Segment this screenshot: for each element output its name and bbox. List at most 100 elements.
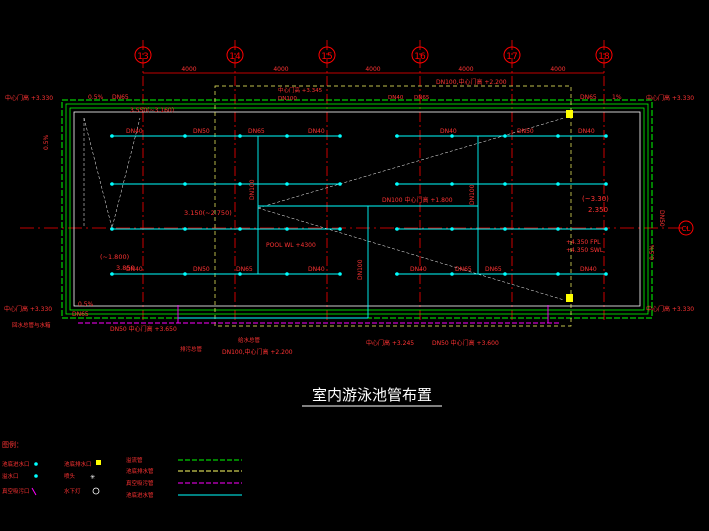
pool-outline bbox=[73, 111, 641, 307]
top-right-dn: DN65 bbox=[580, 94, 597, 101]
note-left: 3.150(~2.750) bbox=[184, 209, 232, 217]
axis-17-label: 17 bbox=[506, 52, 517, 62]
top-center-2: DN100 bbox=[278, 96, 297, 102]
axis-bubble-13: 13 bbox=[134, 46, 152, 64]
centerline-label: CL bbox=[682, 225, 691, 233]
bottom-left-slope: 0.5% bbox=[78, 301, 94, 308]
row4-dn-7: DN65 bbox=[485, 266, 502, 273]
axis-16-label: 16 bbox=[414, 52, 426, 62]
bottom-left-level: 中心门高 +3.330 bbox=[4, 305, 52, 313]
legend-symbol-4 bbox=[96, 460, 101, 465]
axis-13-label: 13 bbox=[137, 52, 148, 62]
bottom-label-5: 中心门高 +3.245 bbox=[366, 339, 414, 347]
bottom-right-level: 中心门高 +3.330 bbox=[646, 305, 694, 313]
axis-14-label: 14 bbox=[229, 52, 241, 62]
inlet-nozzles bbox=[110, 134, 608, 276]
top-right-slope: 1% bbox=[612, 94, 622, 101]
legend-item-4: 池底排水口 bbox=[64, 460, 92, 468]
legend-item-1: 池底进水口 bbox=[2, 460, 30, 468]
legend-item-3: 真空吸污口 bbox=[2, 487, 30, 495]
legend-symbol-3 bbox=[31, 487, 37, 496]
dn100-vert-right: DN100 bbox=[469, 184, 476, 205]
note-left-3: 3.850 bbox=[116, 264, 135, 272]
drain-fixture-top bbox=[566, 110, 573, 118]
legend-item-9: 真空吸污管 bbox=[126, 479, 154, 487]
axis-bubble-18: 18 bbox=[595, 46, 613, 64]
note-left-2: (~1.800) bbox=[100, 253, 129, 261]
span-dim-1: 4000 bbox=[181, 66, 196, 73]
top-center-3: DN40 bbox=[388, 95, 404, 101]
right-dn: DN50 bbox=[658, 210, 665, 227]
legend-item-5: 喷头 bbox=[64, 472, 76, 480]
slope-lines bbox=[83, 117, 565, 301]
axis-bubble-16: 16 bbox=[411, 46, 429, 64]
right-depth-2: 2.350 bbox=[588, 206, 608, 214]
axis-18-label: 18 bbox=[598, 52, 610, 62]
row4-dn-1: DN40 bbox=[126, 266, 143, 273]
top-right-main: DN100,中心门高 +2.200 bbox=[436, 78, 507, 86]
row4-dn-6: DN65 bbox=[455, 266, 472, 273]
top-note: 3.550(~3.160) bbox=[130, 107, 174, 114]
right-slope-vertical: 0.5% bbox=[649, 244, 656, 260]
bottom-left-note: 回水总管与水箱 bbox=[12, 321, 51, 329]
row1-dn-1: DN40 bbox=[126, 128, 143, 135]
row4-dn-5: DN40 bbox=[410, 266, 427, 273]
legend-item-6: 水下灯 bbox=[64, 487, 81, 495]
legend-symbol-1 bbox=[34, 462, 38, 466]
span-dim-5: 4000 bbox=[550, 66, 565, 73]
row1-dn-6: DN50 bbox=[517, 128, 534, 135]
axis-bubble-15: 15 bbox=[318, 46, 336, 64]
row1-dn-2: DN50 bbox=[193, 128, 210, 135]
span-dim-4: 4000 bbox=[458, 66, 473, 73]
bottom-left-dn: DN65 bbox=[72, 311, 89, 318]
drain-fixture-bottom bbox=[566, 294, 573, 302]
legend-title: 图例： bbox=[2, 440, 23, 449]
top-left-level: 中心门高 +3.330 bbox=[5, 94, 53, 102]
row1-dn-4: DN40 bbox=[308, 128, 325, 135]
row4-dn-3: DN65 bbox=[236, 266, 253, 273]
left-slope-vertical: 0.5% bbox=[43, 134, 50, 150]
dashed-zone bbox=[214, 85, 572, 327]
right-depth-1: (~3.30) bbox=[582, 195, 609, 203]
top-center-1: 中心门高 +3.345 bbox=[278, 86, 323, 94]
legend-symbol-2 bbox=[34, 474, 38, 478]
row1-dn-3: DN65 bbox=[248, 128, 265, 135]
dn100-horiz: DN100 中心门高 +1.800 bbox=[382, 196, 453, 204]
bottom-label-3: 排污总管 bbox=[180, 345, 203, 353]
legend-item-2: 溢水口 bbox=[2, 472, 19, 480]
bottom-label-1: DN50 中心门高 +3.650 bbox=[110, 325, 177, 333]
top-right-level: 中心门高 +3.330 bbox=[646, 94, 694, 102]
overflow-gutter bbox=[61, 99, 653, 319]
bottom-label-4: DN100,中心门高 +2.200 bbox=[222, 348, 293, 356]
legend-item-10: 池底进水管 bbox=[126, 491, 154, 499]
axis-15-label: 15 bbox=[321, 52, 332, 62]
drawing-title: 室内游泳池管布置 bbox=[312, 386, 432, 404]
axis-bubble-14: 14 bbox=[226, 46, 244, 64]
row4-dn-2: DN50 bbox=[193, 266, 210, 273]
top-center-4: DN65 bbox=[414, 95, 430, 101]
top-left-dn: DN65 bbox=[112, 94, 129, 101]
pool-water-level: POOL WL +4300 bbox=[266, 242, 316, 249]
row4-dn-4: DN40 bbox=[308, 266, 325, 273]
dn100-vert-left: DN100 bbox=[249, 179, 256, 200]
legend-item-8: 池底排水管 bbox=[126, 467, 154, 475]
row1-dn-7: DN40 bbox=[578, 128, 595, 135]
legend-symbol-6 bbox=[92, 487, 100, 495]
legend-item-7: 溢流管 bbox=[126, 456, 143, 464]
row1-dn-5: DN40 bbox=[440, 128, 457, 135]
top-left-slope: 0.5% bbox=[88, 94, 104, 101]
bottom-label-6: DN50 中心门高 +3.600 bbox=[432, 339, 499, 347]
legend-symbol-5: ✳ bbox=[90, 474, 95, 481]
span-dim-2: 4000 bbox=[273, 66, 288, 73]
centerline-mark: CL bbox=[678, 220, 694, 236]
row4-dn-8: DN40 bbox=[580, 266, 597, 273]
inlet-pipes bbox=[110, 135, 606, 319]
right-fpl: +4.350 FPL bbox=[566, 239, 601, 246]
axis-grid bbox=[20, 40, 690, 320]
right-swl: +4.350 SWL bbox=[566, 247, 604, 254]
bottom-label-2: 给水总管 bbox=[238, 336, 261, 344]
axis-bubble-17: 17 bbox=[503, 46, 521, 64]
dn100-vert-mid: DN100 bbox=[357, 259, 364, 280]
